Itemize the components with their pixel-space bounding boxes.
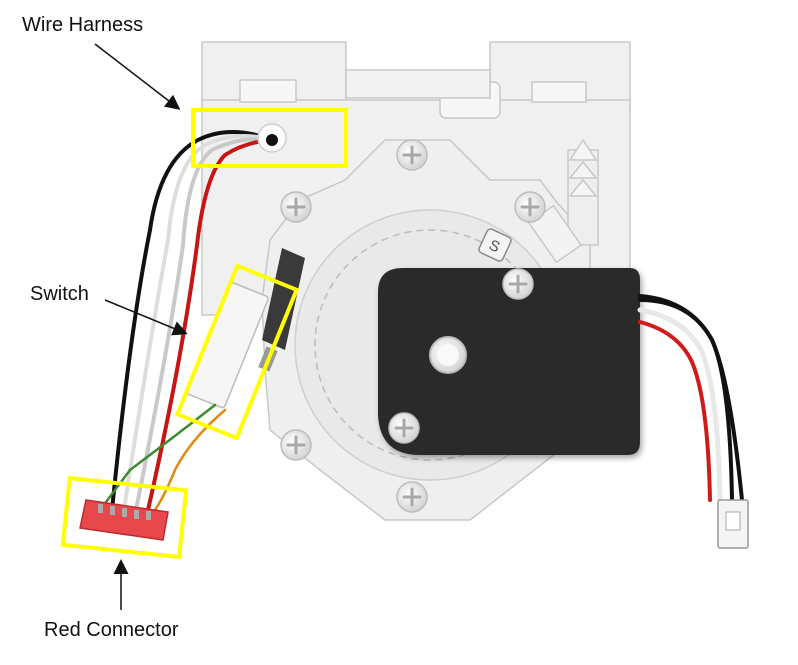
arrow-icon — [94, 43, 188, 610]
highlight-switch — [174, 263, 300, 441]
motor-screw-bottom — [387, 411, 421, 445]
arrow-wire-harness — [94, 43, 181, 110]
red-connector — [79, 499, 169, 541]
timer-motor — [378, 268, 640, 455]
label-switch: Switch — [30, 283, 89, 305]
harness-wires — [98, 130, 274, 512]
motor-screw-top — [501, 267, 535, 301]
housing-slot-right — [531, 81, 587, 103]
label-red-connector: Red Connector — [44, 619, 179, 641]
housing-slot-left — [239, 79, 297, 103]
label-wire-harness: Wire Harness — [22, 14, 144, 36]
highlight-boxes — [60, 108, 348, 560]
highlight-wire-harness — [191, 108, 348, 168]
arrow-switch — [104, 299, 188, 336]
motor-wires — [637, 294, 744, 503]
housing-bridge — [345, 69, 491, 99]
motor-connector — [717, 499, 749, 549]
highlight-red-connector — [60, 475, 189, 560]
